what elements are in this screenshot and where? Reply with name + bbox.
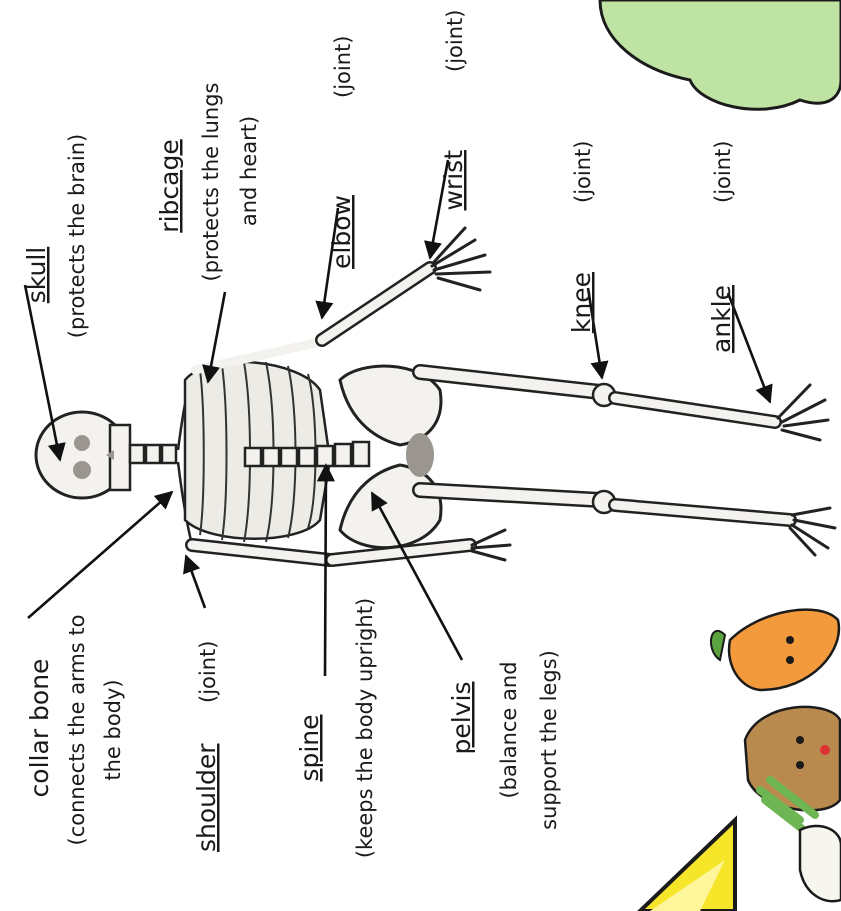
- label-shoulder: shoulder (joint): [192, 641, 221, 852]
- label-skull-desc: (protects the brain): [65, 134, 89, 338]
- hand-top: [432, 228, 490, 290]
- label-ribcage-desc-2: and heart): [237, 116, 261, 226]
- label-skull-term: skull: [22, 247, 51, 303]
- label-spine-term: spine: [295, 714, 324, 781]
- label-elbow: elbow (joint): [327, 36, 356, 269]
- label-wrist-desc: (joint): [443, 10, 467, 72]
- label-knee: knee (joint): [567, 141, 596, 334]
- label-ankle: ankle (joint): [707, 141, 736, 353]
- label-pelvis-term: pelvis: [447, 682, 476, 755]
- label-elbow-desc: (joint): [331, 36, 355, 98]
- yellow-triangle-icon: [640, 820, 735, 911]
- label-collar-bone: collar bone (connects the arms to the bo…: [25, 615, 125, 846]
- neck-vertebrae: [130, 445, 176, 463]
- label-collar-bone-desc-1: (connects the arms to: [65, 615, 89, 846]
- carrot-character-icon: [711, 610, 839, 690]
- label-ankle-term: ankle: [707, 285, 736, 353]
- foot-bottom: [790, 508, 835, 555]
- hand-bottom: [472, 530, 510, 560]
- label-ribcage: ribcage (protects the lungs and heart): [155, 83, 261, 282]
- label-collar-bone-desc-2: the body): [101, 679, 125, 780]
- label-elbow-term: elbow: [327, 195, 356, 269]
- label-wrist-term: wrist: [439, 150, 468, 211]
- label-ankle-desc: (joint): [711, 141, 735, 203]
- label-spine: spine (keeps the body upright): [295, 598, 377, 858]
- label-wrist: wrist (joint): [439, 10, 468, 211]
- label-ribcage-desc-1: (protects the lungs: [199, 83, 223, 282]
- skeleton-illustration: [36, 228, 835, 560]
- label-shoulder-desc: (joint): [196, 641, 220, 703]
- label-knee-desc: (joint): [571, 141, 595, 203]
- label-pelvis-desc-2: support the legs): [537, 650, 561, 830]
- label-spine-desc: (keeps the body upright): [353, 598, 377, 858]
- label-pelvis-desc-1: (balance and: [497, 661, 521, 798]
- arrow-shoulder: [186, 556, 205, 608]
- arrow-spine: [325, 465, 326, 676]
- label-collar-bone-term: collar bone: [25, 659, 54, 798]
- label-shoulder-term: shoulder: [192, 743, 221, 852]
- cloud-icon: [600, 0, 841, 109]
- label-pelvis: pelvis (balance and support the legs): [447, 650, 561, 830]
- foot-top: [778, 385, 828, 440]
- label-knee-term: knee: [567, 272, 596, 333]
- label-skull: skull (protects the brain): [22, 134, 89, 338]
- skull-bone: [36, 412, 130, 498]
- arrow-collar-bone: [28, 492, 172, 618]
- label-ribcage-term: ribcage: [155, 139, 184, 232]
